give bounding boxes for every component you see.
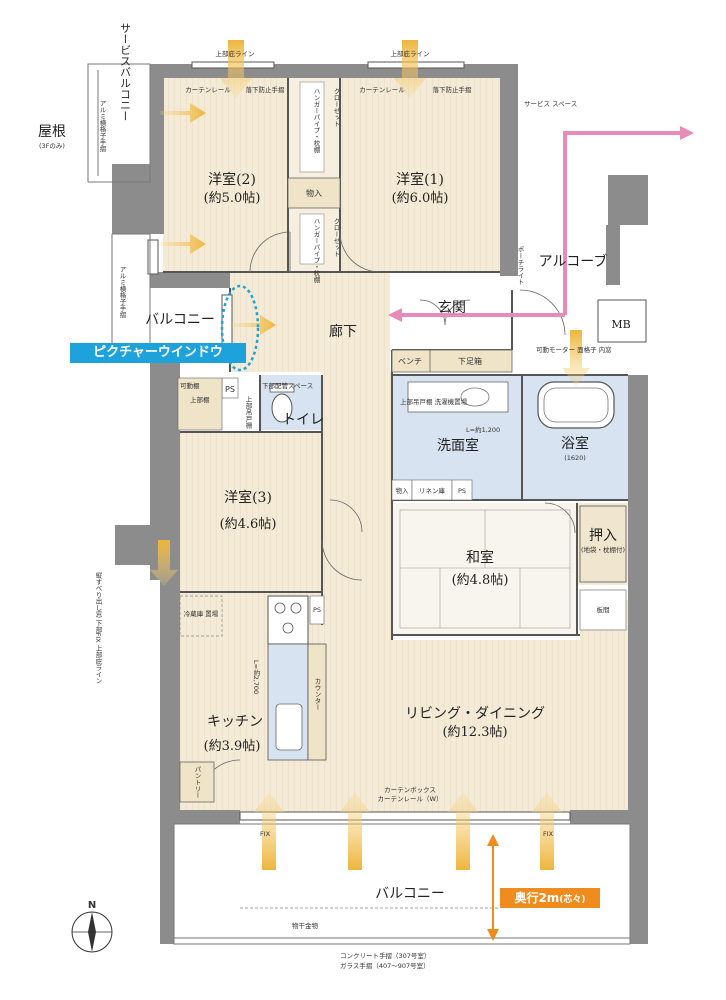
room-western1-size: (約6.0帖) <box>392 191 449 206</box>
room-entrance-name: 玄関 <box>438 299 466 316</box>
compass <box>71 911 113 953</box>
kitchen-length-label: L=約2,700 <box>252 660 260 694</box>
storage-label-1: 物入 <box>306 188 322 198</box>
room-living-name: リビング・ダイニング <box>405 706 545 722</box>
storage-label-2: 物入 <box>396 486 410 495</box>
room-oshiire-note: (地袋・枕棚付) <box>581 545 625 554</box>
curtain-rail-label-2: カーテンレール <box>359 86 405 94</box>
picture-window-label: ピクチャーウインドウ <box>93 345 223 360</box>
railing-note-1: コンクリート手摺（307号室） <box>340 951 430 960</box>
upper-line-label-2: 上部庇ライン <box>391 49 430 58</box>
room-japanese-size: (約4.8帖) <box>452 573 509 588</box>
fix-label-2: FIX <box>543 830 554 838</box>
room-alcove-name: アルコーブ <box>539 253 608 270</box>
closet-label-1: クローゼット <box>332 88 340 128</box>
counter-length-label: L=約1,200 <box>466 425 500 434</box>
north-label: N <box>88 900 96 911</box>
room-toilet-name: トイレ <box>282 412 324 428</box>
curtain-rail-w-label: カーテンレール（W） <box>378 795 443 803</box>
picture-window-badge: ピクチャーウインドウ <box>70 343 246 363</box>
board-floor-label: 板間 <box>597 605 610 614</box>
room-western1-name: 洋室(1) <box>396 171 444 188</box>
room-corridor-name: 廊下 <box>329 323 357 340</box>
curtain-rail-label-1: カーテンレール <box>185 86 231 94</box>
aluminum-rail-label-1: アルミ横格子手摺 <box>98 100 106 154</box>
room-oshiire-name: 押入 <box>589 528 617 544</box>
mb-label: MB <box>611 318 630 331</box>
room-balcony-main-name: バルコニー <box>375 886 445 902</box>
bench-label: ベンチ <box>398 357 422 366</box>
laundry-space-label: 上部吊戸棚 洗濯機置場 <box>400 397 468 406</box>
counter-label: カウンター <box>313 678 321 711</box>
room-living-size: (約12.3帖) <box>442 725 507 740</box>
movable-shelf-label: 可動棚 <box>180 381 200 390</box>
entrance-storage-label: 可動モーター 面格子 内窓 <box>536 345 612 354</box>
room-balcony-small-name: バルコニー <box>145 312 215 328</box>
hanger-label-2: ハンガーパイプ・枕棚 <box>312 218 320 284</box>
slide-window-label: 縦すべり出し窓 下部FIX 上部庇ライン <box>94 571 102 684</box>
room-western2-size: (約5.0帖) <box>204 191 261 206</box>
room-washroom-name: 洗面室 <box>437 437 479 454</box>
fixtures <box>177 81 647 803</box>
room-western3-size: (約4.6帖) <box>220 517 277 532</box>
picture-window-marker <box>220 284 260 372</box>
hanger-label-1: ハンガーパイプ・枕棚 <box>312 88 320 154</box>
roof-note: (3Fのみ) <box>39 142 65 150</box>
room-western3-name: 洋室(3) <box>224 489 272 506</box>
curtain-box-label: カーテンボックス <box>384 786 436 794</box>
ps-label-2: PS <box>458 487 466 495</box>
upper-door-label: 上部吊戸棚 <box>244 395 252 430</box>
room-western2-name: 洋室(2) <box>208 171 256 188</box>
fix-label-1: FIX <box>260 830 271 838</box>
service-balcony-name: サービスバルコニー <box>119 22 132 121</box>
ps-label-3: PS <box>313 606 321 614</box>
upper-cabinet-label: 上部棚 <box>190 395 210 404</box>
alcove-light-label: ポーチライト <box>516 246 524 285</box>
aluminum-rail-label-2: アルミ横格子手摺 <box>118 266 126 320</box>
fall-guard-label-1: 落下防止手摺 <box>246 85 286 94</box>
room-kitchen-size: (約3.9帖) <box>204 739 261 754</box>
fall-guard-label-2: 落下防止手摺 <box>433 85 473 94</box>
room-bath-size: (1620) <box>564 454 586 462</box>
closet-label-2: クローゼット <box>332 218 340 257</box>
room-japanese-name: 和室 <box>466 549 494 566</box>
depth-badge: 奥行2m(芯々) <box>500 888 600 908</box>
linen-label: リネン庫 <box>419 486 446 495</box>
depth-label: 奥行2m <box>514 891 560 905</box>
pantry-label: パントリー <box>193 766 201 799</box>
roof-name: 屋根 <box>38 124 66 140</box>
floors <box>163 78 630 812</box>
depth-note: (芯々) <box>559 895 586 905</box>
railing-note-2: ガラス手摺（407～907号室） <box>340 961 430 970</box>
pink-route <box>388 126 694 322</box>
clothes-hardware-label: 物干金物 <box>292 921 319 930</box>
shoe-box-label: 下足箱 <box>458 356 482 366</box>
service-space-label: サービス スペース <box>524 99 577 108</box>
lower-pipe-label: 下部配管スペース <box>262 381 313 390</box>
room-bath-name: 浴室 <box>561 435 589 452</box>
fridge-label: 冷蔵庫 置場 <box>184 609 219 618</box>
ps-label-1: PS <box>225 385 235 394</box>
upper-line-label-1: 上部庇ライン <box>216 49 255 58</box>
room-kitchen-name: キッチン <box>207 714 263 730</box>
light-arrows <box>150 40 590 870</box>
depth-arrow <box>487 834 499 941</box>
